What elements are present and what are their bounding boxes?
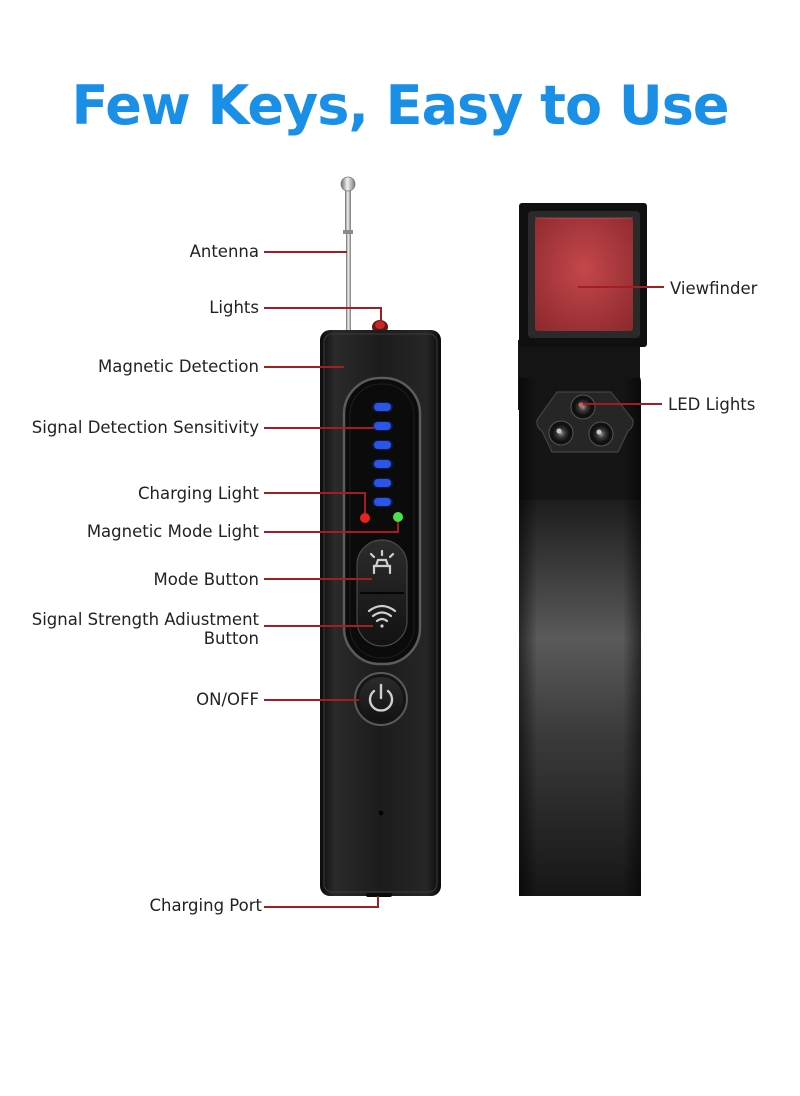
antenna bbox=[340, 176, 356, 332]
charging-port bbox=[366, 893, 392, 897]
label-led-lights: LED Lights bbox=[668, 395, 756, 414]
sensitivity-bar-3 bbox=[374, 441, 391, 449]
label-lights: Lights bbox=[209, 298, 259, 317]
label-magnetic-detection: Magnetic Detection bbox=[98, 357, 259, 376]
led-1-highlight bbox=[578, 402, 584, 408]
sensitivity-bar-6 bbox=[374, 498, 391, 506]
sensitivity-bar-4 bbox=[374, 460, 391, 468]
leader-lights bbox=[264, 307, 382, 322]
sensitivity-bars bbox=[372, 402, 393, 507]
led-cluster bbox=[536, 391, 634, 453]
power-icon bbox=[368, 683, 394, 712]
label-charging-light: Charging Light bbox=[138, 484, 259, 503]
led-3-highlight bbox=[596, 429, 602, 435]
leader-charging-port bbox=[264, 896, 379, 908]
label-signal-strength-button: Signal Strength Adiustment Button bbox=[32, 610, 259, 648]
label-signal-detection-sensitivity: Signal Detection Sensitivity bbox=[31, 418, 259, 437]
page-title: Few Keys, Easy to Use bbox=[71, 74, 730, 137]
mode-button[interactable] bbox=[356, 539, 408, 647]
label-viewfinder: Viewfinder bbox=[670, 279, 758, 298]
microphone-hole bbox=[378, 810, 384, 816]
label-magnetic-mode-light: Magnetic Mode Light bbox=[86, 522, 259, 541]
sensitivity-bar-2 bbox=[374, 422, 391, 430]
label-signal-strength-line2: Button bbox=[203, 629, 259, 648]
label-antenna: Antenna bbox=[189, 242, 259, 261]
sensitivity-bar-5 bbox=[374, 479, 391, 487]
flashlight-icon bbox=[369, 549, 395, 575]
back-device bbox=[518, 203, 647, 896]
label-on-off: ON/OFF bbox=[196, 690, 259, 709]
label-mode-button: Mode Button bbox=[153, 570, 259, 589]
front-device bbox=[320, 176, 441, 897]
leader-charging-light bbox=[264, 492, 366, 513]
wifi-signal-icon bbox=[367, 604, 397, 628]
sensitivity-bar-1 bbox=[374, 403, 391, 411]
led-1 bbox=[574, 398, 592, 416]
label-signal-strength-line1: Signal Strength Adiustment bbox=[31, 610, 259, 629]
leader-lines bbox=[264, 251, 664, 908]
led-2-highlight bbox=[556, 428, 562, 434]
charging-light-led bbox=[360, 513, 370, 523]
viewfinder-glass bbox=[535, 218, 633, 331]
magnetic-mode-light-led bbox=[393, 512, 403, 522]
leader-magnetic-mode-light bbox=[264, 522, 399, 533]
label-charging-port: Charging Port bbox=[149, 896, 262, 915]
led-2 bbox=[552, 424, 570, 442]
led-3 bbox=[592, 425, 610, 443]
